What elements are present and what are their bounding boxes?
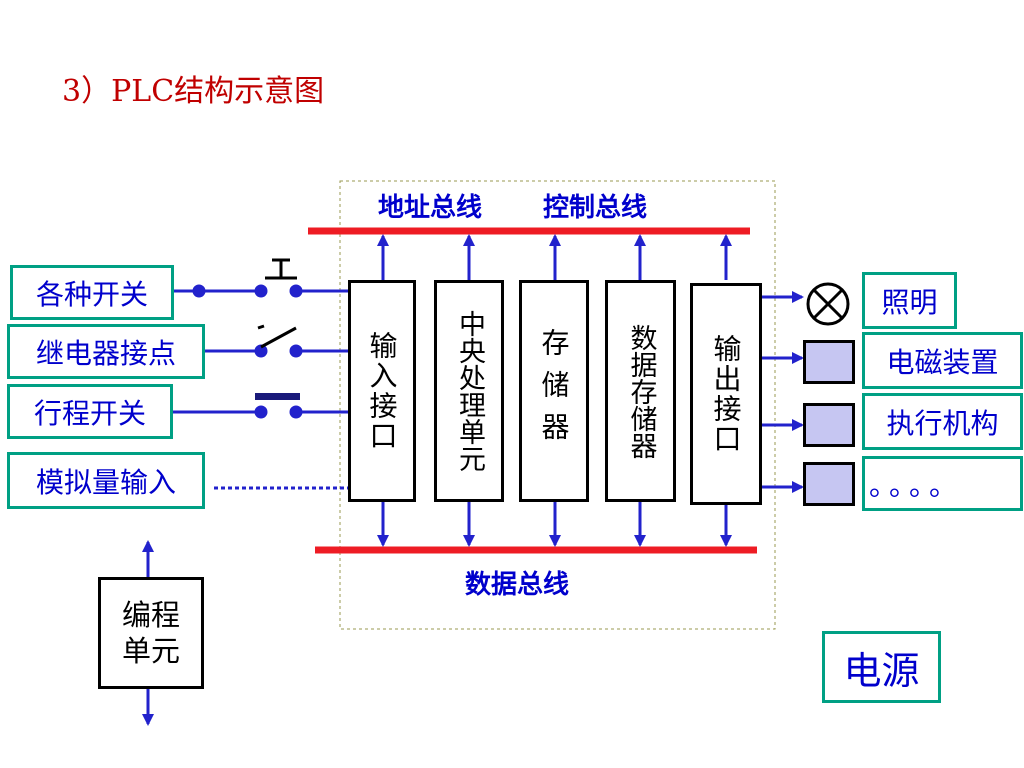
programming-unit-label-line1: 编程 bbox=[121, 598, 180, 632]
input-interface-module: 输入接口 bbox=[348, 280, 416, 502]
input-box-limit-switch: 行程开关 bbox=[7, 384, 173, 439]
programming-unit-label-line2: 单元 bbox=[121, 634, 180, 668]
input-box-switches: 各种开关 bbox=[10, 265, 174, 320]
input-box-relay-contacts: 继电器接点 bbox=[7, 324, 205, 379]
programming-unit-box: 编程 单元 bbox=[98, 577, 204, 689]
data-memory-module: 数据存储器 bbox=[605, 280, 676, 502]
output-interface-module: 输出接口 bbox=[690, 283, 762, 505]
cpu-module: 中央处理单元 bbox=[434, 280, 504, 502]
lamp-icon bbox=[806, 282, 850, 326]
memory-module: 存储器 bbox=[519, 280, 589, 502]
plc-boundary bbox=[339, 180, 776, 630]
switch-symbol-limit-switch bbox=[172, 393, 350, 419]
power-supply-box: 电源 bbox=[822, 631, 941, 703]
switch-symbol-push-button bbox=[172, 258, 350, 298]
other-output-icon bbox=[803, 462, 855, 506]
address-bus-label: 地址总线 bbox=[378, 193, 483, 223]
output-box-ellipsis: 。。。。 bbox=[862, 456, 1023, 511]
output-box-lighting: 照明 bbox=[862, 272, 957, 329]
switch-symbol-relay-contact bbox=[205, 324, 350, 358]
data-bus-label: 数据总线 bbox=[465, 570, 570, 600]
control-bus-label: 控制总线 bbox=[543, 193, 648, 223]
input-box-analog-input: 模拟量输入 bbox=[7, 452, 205, 509]
solenoid-device-icon bbox=[803, 340, 855, 384]
output-box-solenoid: 电磁装置 bbox=[862, 332, 1023, 389]
output-box-actuator: 执行机构 bbox=[862, 393, 1023, 450]
page-title: 3）PLC结构示意图 bbox=[62, 74, 325, 109]
actuator-icon bbox=[803, 403, 855, 447]
module-to-top-bus-arrows bbox=[377, 234, 732, 280]
module-to-data-bus-arrows bbox=[377, 502, 732, 547]
output-arrows bbox=[762, 291, 804, 493]
